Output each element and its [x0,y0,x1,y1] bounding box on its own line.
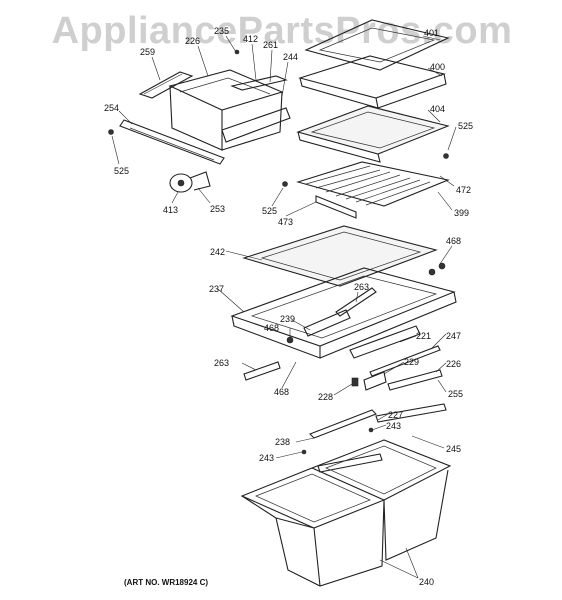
callout-473: 473 [278,217,293,227]
callout-399: 399 [454,208,469,218]
callout-244: 244 [283,52,298,62]
callout-237: 237 [209,284,224,294]
callout-235: 235 [214,26,229,36]
callout-525-left: 525 [114,166,129,176]
callout-259: 259 [140,47,155,57]
callout-247: 247 [446,331,461,341]
callout-226-rail: 226 [446,359,461,369]
crisper-drawer-assembly [240,403,452,587]
callout-243-lower: 243 [259,453,274,463]
crisper-cover-assembly [230,225,457,391]
callout-254: 254 [104,103,119,113]
callout-413: 413 [163,205,178,215]
callout-468-right: 468 [446,236,461,246]
callout-242: 242 [210,247,225,257]
callout-401: 401 [424,28,439,38]
callout-525-right: 525 [458,121,473,131]
deli-drawer-assembly [108,49,291,193]
callout-227: 227 [388,410,403,420]
callout-228: 228 [318,392,333,402]
upper-shelf-assembly [282,19,450,219]
callout-255: 255 [448,389,463,399]
callout-221: 221 [416,331,431,341]
callout-468-lower: 468 [274,387,289,397]
callout-525-center: 525 [262,206,277,216]
callout-238: 238 [275,437,290,447]
callout-240: 240 [419,577,434,587]
callout-412: 412 [243,34,258,44]
callout-400: 400 [430,62,445,72]
callout-261: 261 [263,40,278,50]
callout-labels: 259 226 235 412 261 244 254 525 413 253 … [104,26,473,587]
callout-404: 404 [430,104,445,114]
callout-243-upper: 243 [386,421,401,431]
callout-263-upper: 263 [354,282,369,292]
callout-245: 245 [446,444,461,454]
callout-468-left: 468 [264,323,279,333]
callout-226-drawer: 226 [185,36,200,46]
art-number: (ART NO. WR18924 C) [124,578,208,587]
callout-253: 253 [210,204,225,214]
watermark-logo: AppliancePartsPros.com [51,10,513,52]
callout-263-lower: 263 [214,358,229,368]
callout-472: 472 [456,185,471,195]
callout-229: 229 [404,357,419,367]
callout-239: 239 [280,314,295,324]
leader-lines [111,35,457,579]
